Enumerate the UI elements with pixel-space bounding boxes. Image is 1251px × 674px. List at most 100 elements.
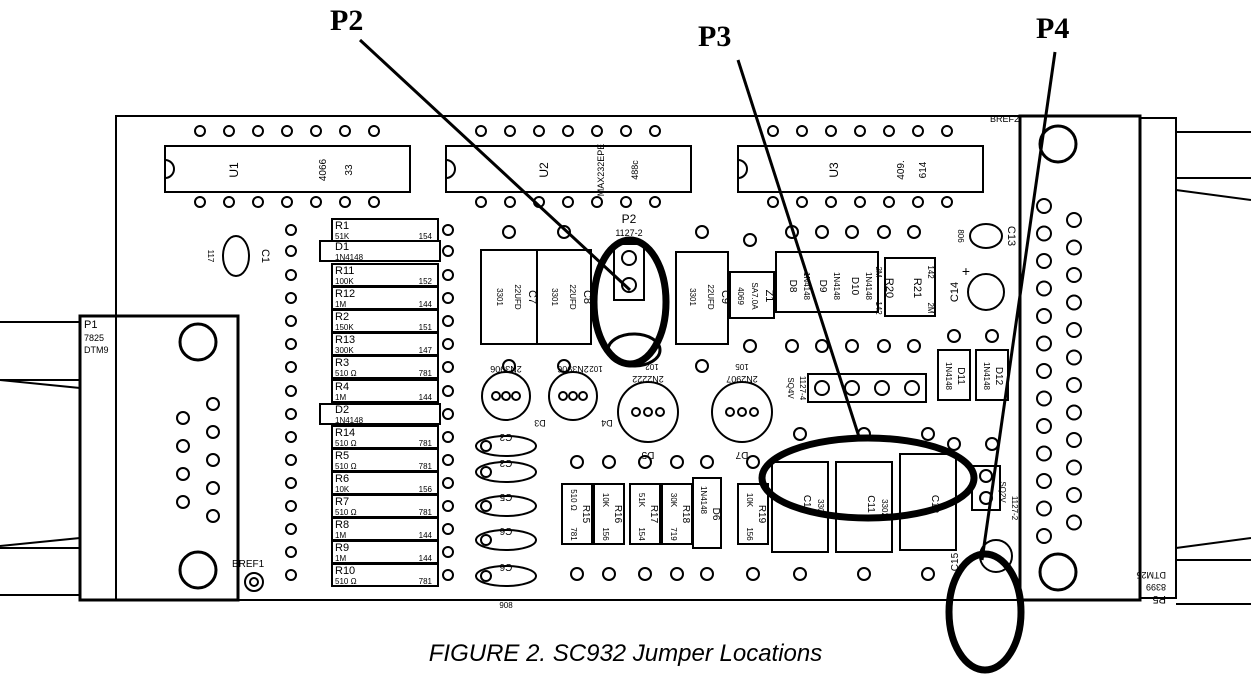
resistor-value: 100K — [335, 277, 354, 286]
bottom-code: 156 — [745, 527, 754, 541]
db9-pin — [176, 439, 190, 453]
db25-pin — [1036, 473, 1052, 489]
resistor-code: 781 — [419, 369, 433, 378]
transistor-pin — [558, 391, 568, 401]
cap-pad — [921, 567, 935, 581]
resistor-code: 781 — [419, 462, 433, 471]
ic-u1-part: 4066 — [318, 158, 329, 181]
cap-pad — [502, 225, 516, 239]
jumper-p3-pin — [814, 380, 830, 396]
bottom-pad — [638, 567, 652, 581]
cap-value: 22UFD — [706, 284, 715, 310]
transistor-code: 102 — [589, 364, 603, 373]
db25-pin — [1036, 335, 1052, 352]
resistor-ref: R3 — [335, 357, 349, 369]
db9-shell-d — [0, 379, 81, 547]
resistor-pad — [442, 385, 454, 397]
diode-pad — [877, 339, 891, 353]
zener-pad — [743, 233, 757, 247]
transistor-body — [711, 381, 773, 443]
transistor-pin — [725, 407, 735, 417]
transistor-pin — [631, 407, 641, 417]
bottom-code: 156 — [601, 527, 610, 541]
transistor-pin — [511, 391, 521, 401]
resistor-pad — [285, 500, 297, 512]
resistor-pad — [285, 431, 297, 443]
resistor-value: 1N4148 — [335, 253, 364, 262]
resistor-pad — [442, 431, 454, 443]
bottom-val: 510 Ω — [569, 489, 578, 511]
ic-u3-body — [737, 145, 984, 193]
cap-pad — [857, 567, 871, 581]
bottom-ref: R18 — [680, 505, 691, 524]
db9-pin — [206, 509, 220, 523]
db25-code: DTM25 — [1136, 570, 1166, 580]
db9-mount-hole — [178, 322, 218, 362]
resistor-pad — [442, 315, 454, 327]
cap-code: 3301 — [550, 288, 559, 306]
ic-pin — [504, 125, 516, 137]
resistor-value: 1M — [335, 300, 346, 309]
db25-pin — [1036, 528, 1052, 544]
ic-pin — [368, 196, 380, 208]
cap-code: 3302 — [816, 499, 825, 517]
resistor-pad — [285, 292, 297, 304]
transistor-pin — [655, 407, 665, 417]
cap-c14-ref: C14 — [949, 282, 961, 302]
jumper-p3-ref: 1127-4 — [798, 376, 807, 401]
resistor-pad — [442, 269, 454, 281]
diode-ref: D4 — [601, 418, 613, 428]
ic-pin — [368, 125, 380, 137]
db25-pin — [1036, 500, 1052, 517]
jumper-p2-ref: P2 — [622, 212, 637, 226]
ic-pin — [310, 125, 322, 137]
resistor-value: 1M — [335, 554, 346, 563]
ic-pin — [620, 125, 632, 137]
ic-u1-code: 33 — [344, 164, 355, 176]
ic-pin — [649, 196, 661, 208]
cap-code: 3302 — [880, 499, 889, 517]
resistor-ref: R9 — [335, 542, 349, 554]
resistor-pad — [442, 500, 454, 512]
db25-pin — [1066, 212, 1082, 228]
cap-pad — [557, 359, 571, 373]
resistor-pad — [285, 385, 297, 397]
resistor-value: 150K — [335, 323, 354, 332]
ic-u1-body — [164, 145, 411, 193]
db25-pin — [1066, 377, 1082, 393]
ic-pin — [649, 125, 661, 137]
resistor-r20-ref: R20 — [883, 278, 895, 298]
resistor-r20-code: 142 — [874, 301, 883, 315]
diode-d12-val: 1N4148 — [982, 362, 991, 391]
zener-pad — [743, 339, 757, 353]
bottom-code: 154 — [637, 527, 646, 541]
resistor-value: 510 Ω — [335, 369, 357, 378]
small-cap-pad — [480, 570, 492, 582]
resistor-r20-val: 2M — [874, 266, 883, 277]
db9-pin — [176, 467, 190, 481]
db25-mount-hole — [1038, 124, 1078, 164]
resistor-ref: R5 — [335, 450, 349, 462]
transistor-ref: 2N3906 — [490, 364, 522, 374]
bottom-val: 10K — [745, 493, 754, 508]
db25-pin — [1066, 487, 1082, 503]
ic-u3-ref: U3 — [827, 162, 841, 178]
ic-pin — [252, 125, 264, 137]
diode-d10-val: 1N4148 — [864, 272, 873, 301]
transistor-body — [617, 381, 679, 443]
cap-ref: C11 — [865, 495, 876, 513]
jumper-p3-pin — [844, 380, 860, 396]
callout-p3-label: P3 — [698, 20, 732, 53]
db9-code: DTM9 — [84, 345, 109, 355]
small-cap-body — [475, 461, 537, 483]
ic-pin — [941, 125, 953, 137]
db25-pin — [1066, 459, 1082, 476]
db9-pin — [176, 495, 190, 509]
bref1-label: BREF1 — [232, 559, 265, 570]
resistor-code: 781 — [419, 439, 433, 448]
db9-mount-hole — [178, 550, 218, 590]
resistor-pad — [442, 245, 454, 257]
zener-code: 4069 — [736, 287, 745, 305]
cap-c1-ref: C1 — [259, 249, 271, 263]
cap-pad — [557, 225, 571, 239]
